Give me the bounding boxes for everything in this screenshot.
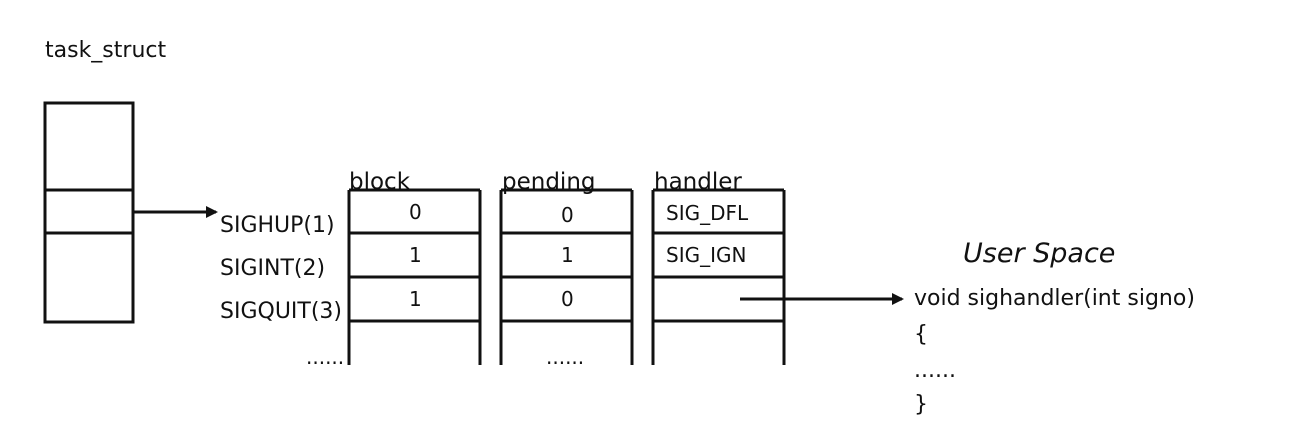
task-struct-title: task_struct [45, 38, 167, 63]
block-cell: 1 [409, 243, 422, 267]
code-line: { [914, 322, 928, 347]
pending-cell: 0 [561, 203, 574, 227]
block-cell: 0 [409, 200, 422, 224]
pending-cell: 0 [561, 287, 574, 311]
pending-ellipsis: ...... [546, 345, 585, 369]
handler-header: handler [654, 169, 742, 195]
handler-cell: SIG_DFL [666, 201, 749, 225]
block-cell: 1 [409, 287, 422, 311]
pending-cell: 1 [561, 243, 574, 267]
block-column [347, 188, 482, 365]
pending-column [499, 188, 634, 365]
code-line: ...... [914, 358, 956, 383]
code-line: } [914, 392, 928, 417]
code-line: void sighandler(int signo) [914, 286, 1195, 311]
handler-cell: SIG_IGN [666, 243, 747, 267]
signal-ellipsis: ...... [306, 345, 345, 369]
block-header: block [349, 169, 411, 195]
pending-header: pending [502, 169, 596, 195]
signal-label: SIGQUIT(3) [220, 299, 343, 324]
signal-label: SIGHUP(1) [220, 213, 335, 238]
handler-column [651, 188, 786, 365]
signal-label: SIGINT(2) [220, 256, 326, 281]
user-space-label: User Space [963, 238, 1116, 269]
task-struct-box [43, 101, 135, 324]
